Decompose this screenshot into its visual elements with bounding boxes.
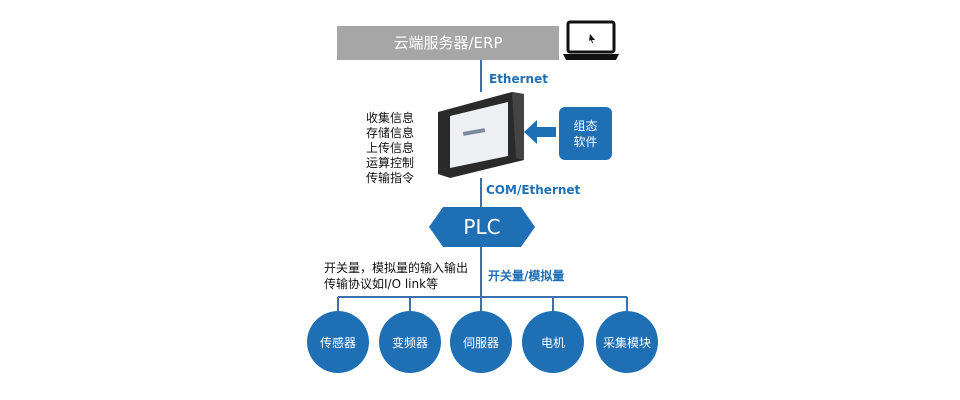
link-label-io: 开关量/模拟量 xyxy=(488,269,565,283)
cloud-server-box: 云端服务器/ERP xyxy=(337,26,559,60)
device-servo: 伺服器 xyxy=(450,311,512,373)
link-label-ethernet: Ethernet xyxy=(489,72,548,86)
laptop-icon xyxy=(563,20,619,60)
io-note-line1: 开关量，模拟量的输入输出 xyxy=(324,261,469,275)
hmi-function-3: 上传信息 xyxy=(366,141,415,155)
plc-label: PLC xyxy=(463,215,501,239)
hmi-function-2: 存储信息 xyxy=(366,126,415,140)
device-inverter: 变频器 xyxy=(379,311,441,373)
hmi-function-5: 传输指令 xyxy=(366,171,415,185)
hmi-function-4: 运算控制 xyxy=(366,156,415,170)
config-software-box: 组态 软件 xyxy=(559,107,612,160)
device-motor: 电机 xyxy=(522,311,584,373)
link-label-com-ethernet: COM/Ethernet xyxy=(486,183,581,197)
device-acquisition-module: 采集模块 xyxy=(596,311,658,373)
hmi-panel-icon xyxy=(438,92,524,178)
arrow-left-icon xyxy=(524,120,556,144)
io-note: 开关量，模拟量的输入输出 传输协议如I/O link等 xyxy=(324,260,468,292)
device-sensor: 传感器 xyxy=(307,311,369,373)
io-note-line2: 传输协议如I/O link等 xyxy=(324,277,439,291)
config-software-line1: 组态 xyxy=(573,118,598,133)
plc-hexagon-shape xyxy=(429,207,535,247)
config-software-line2: 软件 xyxy=(573,134,598,149)
hmi-function-list: 收集信息 存储信息 上传信息 运算控制 传输指令 xyxy=(366,111,414,186)
hmi-function-1: 收集信息 xyxy=(366,111,415,125)
